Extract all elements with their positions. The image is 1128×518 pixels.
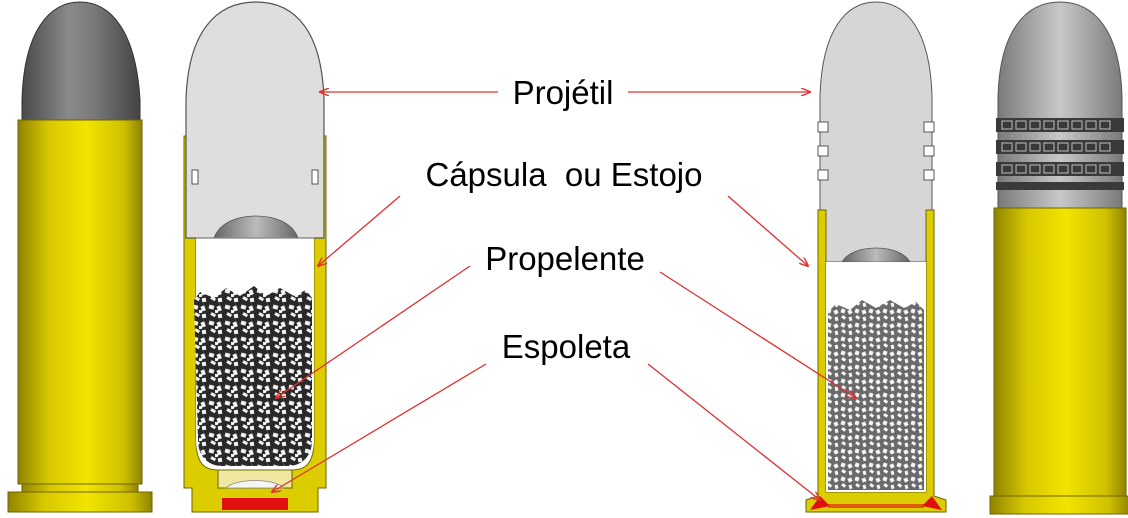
rimfire-cartridge-exterior: [989, 1, 1128, 515]
case-rim-rimfire: [989, 495, 1128, 515]
primer-compound: [222, 498, 288, 510]
case-body-rimfire: [993, 207, 1127, 499]
propellant-powder-rimfire: [828, 300, 924, 490]
rim-priming-compound: [810, 496, 830, 510]
projectile-dark: [21, 1, 141, 123]
centerfire-cartridge-cutaway: [183, 1, 327, 513]
arrow-case-left: [318, 195, 401, 266]
arrow-case-right: [727, 195, 808, 266]
arrow-propellant-left: [276, 265, 471, 398]
centerfire-cartridge-exterior: [7, 1, 153, 513]
case-body: [17, 119, 143, 485]
arrow-propellant-right: [659, 271, 856, 398]
label-propellant: Propelente: [485, 240, 645, 277]
projectile-cutaway: [185, 1, 325, 239]
propellant-powder: [194, 286, 312, 466]
label-case: Cápsula ou Estojo: [425, 156, 702, 193]
hollow-base: [213, 215, 299, 239]
projectile-rimfire-exterior: [997, 1, 1123, 213]
case-extractor-groove: [21, 483, 139, 493]
label-projectile: Projétil: [513, 74, 614, 111]
label-primer: Espoleta: [502, 328, 631, 365]
arrow-primer-right: [647, 363, 820, 500]
case-rim: [7, 491, 153, 513]
rimfire-cartridge-cutaway: [805, 1, 947, 513]
arrow-primer-left: [272, 363, 487, 492]
pointer-arrows: [272, 92, 856, 500]
case-wall: [183, 135, 327, 513]
projectile-cutaway-rimfire: [819, 1, 933, 263]
lube-grooves: [996, 118, 1124, 190]
